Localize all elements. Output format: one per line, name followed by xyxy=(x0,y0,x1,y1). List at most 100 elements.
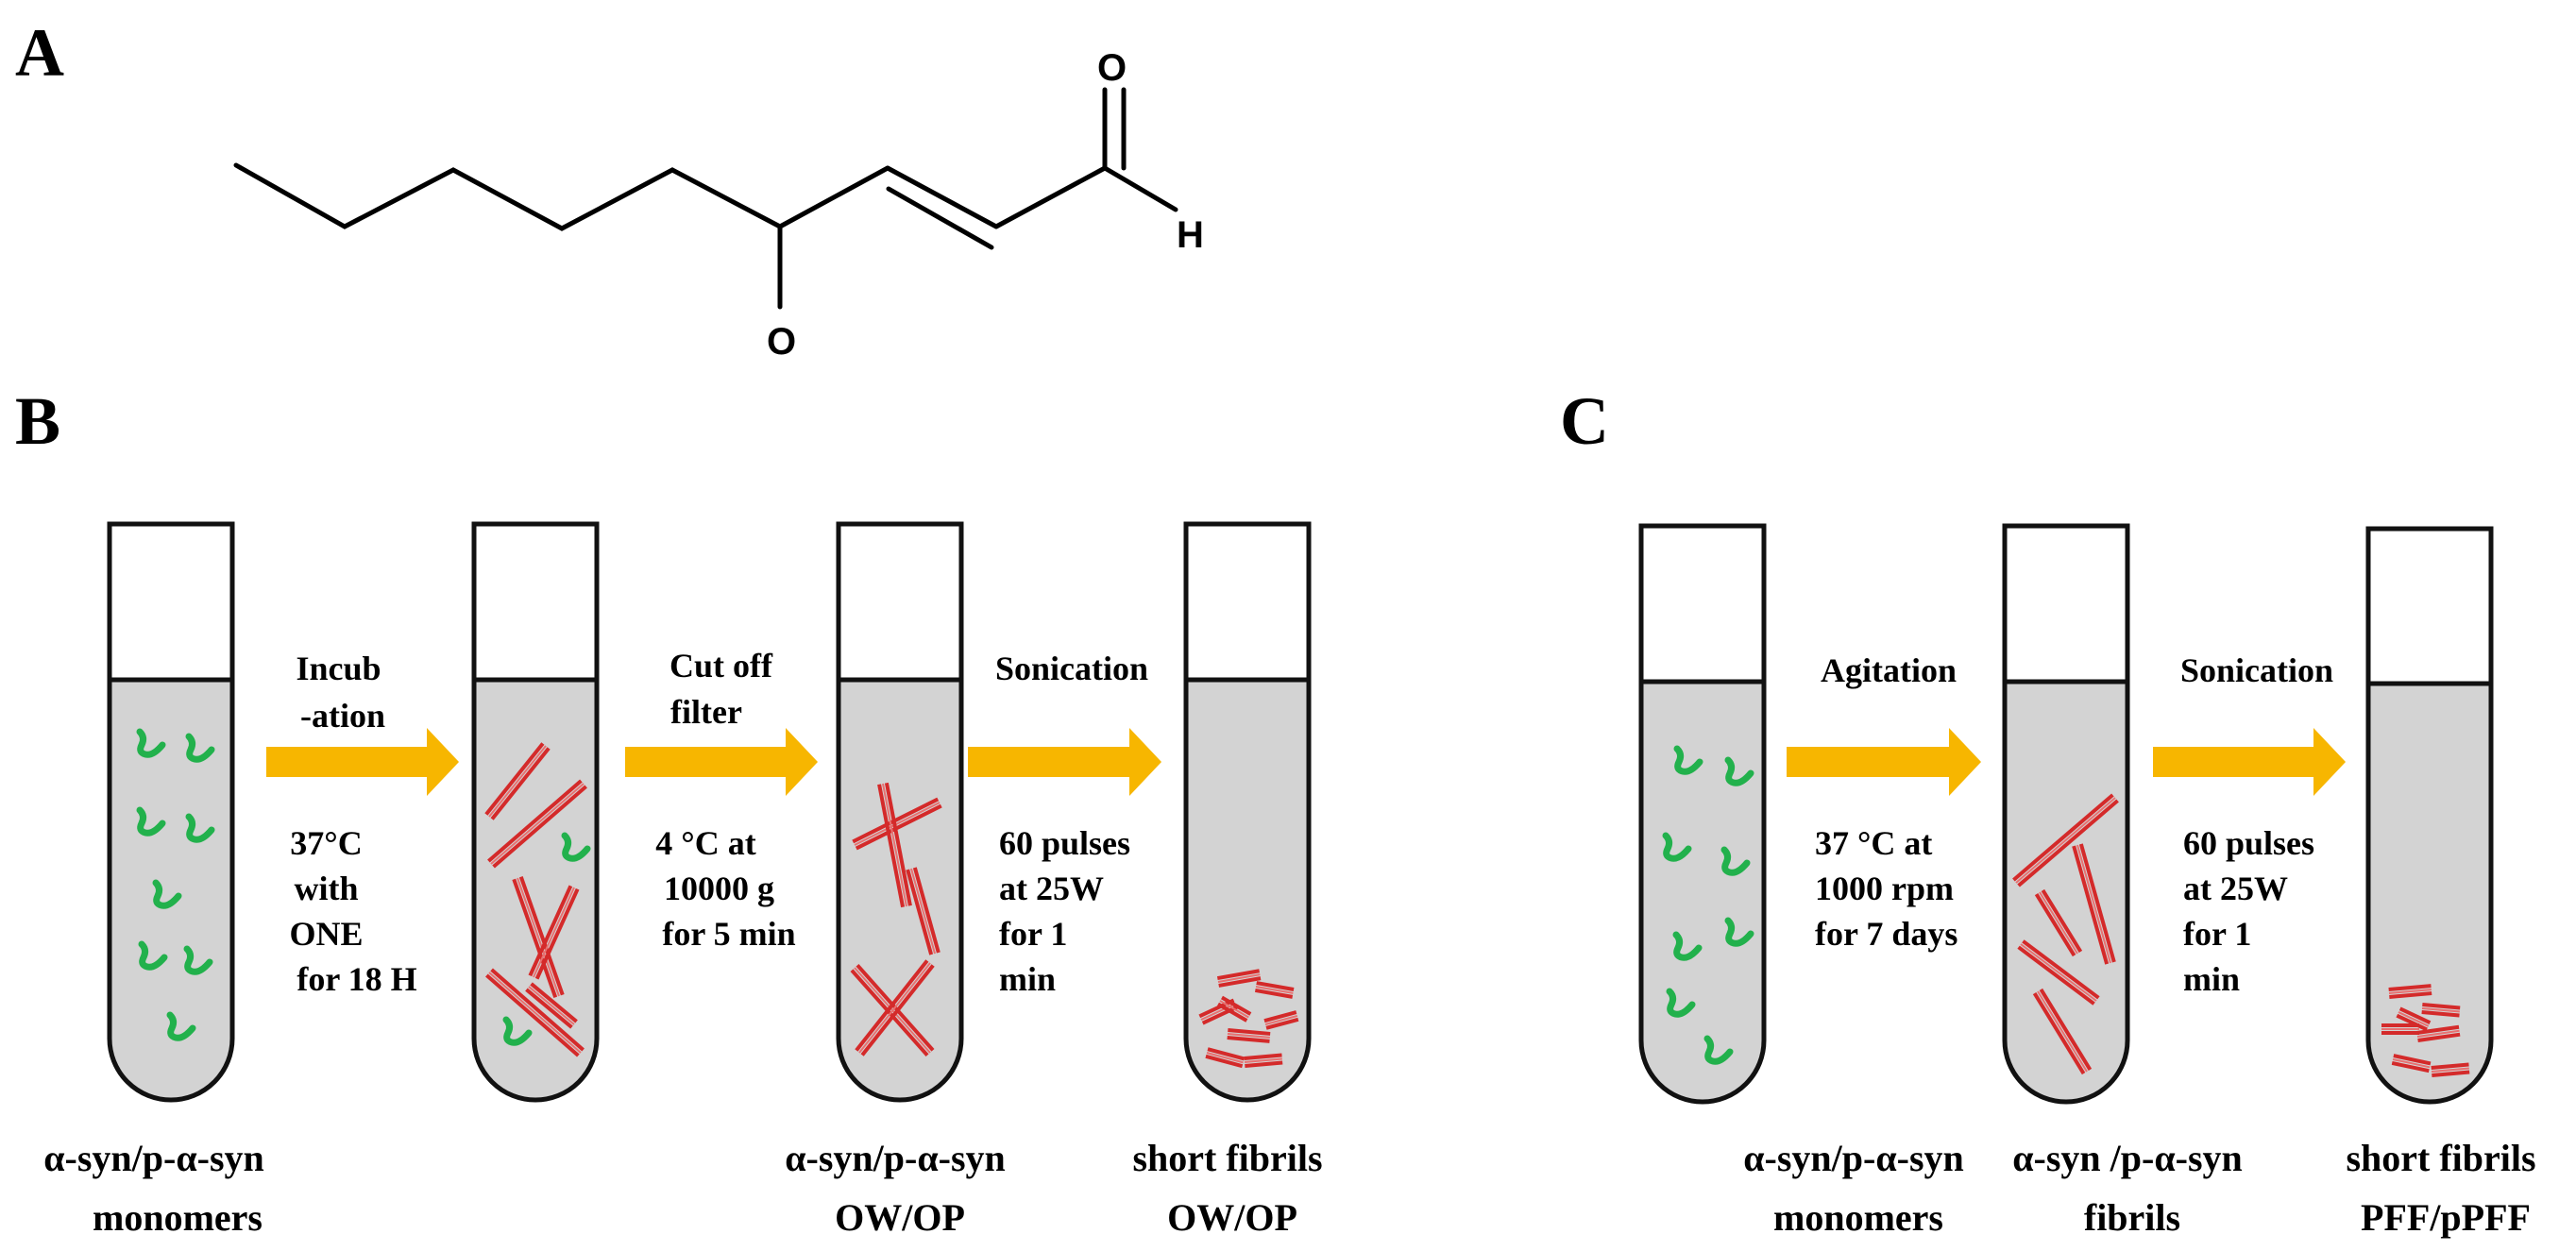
aldehyde-bond xyxy=(993,165,1108,229)
step-c1-below: 37 °C at 1000 rpm for 7 days xyxy=(1815,824,1962,953)
fibrils xyxy=(484,742,2119,1075)
fibril-strand xyxy=(1256,981,1295,991)
tube-liquid xyxy=(1641,682,1764,1102)
step-c2-below-line: 60 pulses xyxy=(2183,824,2314,862)
fibril-core xyxy=(2398,1011,2430,1027)
monomer xyxy=(152,879,182,909)
atom-o-aldehyde: O xyxy=(1097,47,1127,89)
fibril-strand xyxy=(877,784,906,908)
fibril xyxy=(2032,988,2093,1075)
step-c1-below-line: for 7 days xyxy=(1815,915,1957,953)
fibril-core xyxy=(1227,1033,1270,1039)
fibril-core xyxy=(533,887,575,978)
caption-line: fibrils xyxy=(2084,1196,2180,1239)
caption-line: monomers xyxy=(93,1196,263,1239)
fibril-core xyxy=(1255,986,1294,994)
step-b1-above-line: Incub xyxy=(296,650,381,687)
fibril-strand xyxy=(1228,1028,1271,1036)
fibril xyxy=(2391,1054,2432,1073)
fibril-core xyxy=(2421,1007,2460,1013)
step-b2-below-line: 10000 g xyxy=(664,870,774,907)
alkene-bond-2 xyxy=(885,165,999,229)
step-c1-above-line: Agitation xyxy=(1821,651,1957,689)
step-b2-above-line: Cut off xyxy=(669,647,773,685)
fibril xyxy=(2012,793,2119,888)
arrow-b2 xyxy=(625,728,818,796)
tube-c1 xyxy=(1638,523,1767,1105)
step-b1-below-line: with xyxy=(294,870,358,907)
step-b2-below: 4 °C at 10000 g for 5 min xyxy=(655,824,795,953)
tube-b1 xyxy=(107,521,235,1103)
fibril-strand xyxy=(1245,1060,1283,1068)
fibril-core xyxy=(2020,943,2097,1002)
fibril-strand xyxy=(2078,843,2116,963)
fibril-strand xyxy=(528,885,573,977)
fibril xyxy=(525,982,578,1029)
fibril-strand xyxy=(2431,1062,2469,1071)
caption-line: PFF/pPFF xyxy=(2361,1196,2531,1239)
fibril-strand xyxy=(2432,1070,2470,1077)
step-b3-below-line: for 1 xyxy=(999,915,1067,953)
fibril-core xyxy=(854,802,941,846)
tube-b2 xyxy=(471,521,600,1103)
fibril-strand xyxy=(1218,976,1262,988)
fibril xyxy=(877,782,912,908)
tube-outline xyxy=(1183,521,1312,1103)
fibril-core xyxy=(1219,1000,1249,1019)
monomer xyxy=(1724,917,1754,947)
short-fibrils xyxy=(1198,969,2470,1077)
caption-b-tube-1: α-syn/p-α-syn monomers xyxy=(43,1137,274,1239)
fibril xyxy=(1216,969,1262,988)
step-b3-below-line: min xyxy=(999,960,1056,998)
fibril-core xyxy=(2015,797,2116,884)
panel-label-c: C xyxy=(1560,383,1609,459)
fibril-strand xyxy=(2388,984,2432,992)
fibril-strand xyxy=(1205,1054,1244,1069)
fibril-core xyxy=(488,745,547,818)
fibril-strand xyxy=(912,867,941,954)
fibril-strand xyxy=(1216,969,1260,981)
monomer xyxy=(1666,988,1696,1018)
step-b2-above: Cut off filter xyxy=(669,647,781,731)
fibril-strand xyxy=(2034,893,2076,957)
fibril xyxy=(855,959,935,1057)
fibril-strand xyxy=(2391,1060,2430,1073)
caption-line: α-syn /p-α-syn xyxy=(2012,1137,2243,1179)
step-c2-below-line: at 25W xyxy=(2183,870,2288,907)
fibril-core xyxy=(1206,1052,1244,1064)
fibril-strand xyxy=(2072,845,2110,965)
step-b3-below-line: at 25W xyxy=(999,870,1104,907)
fibril-strand xyxy=(2396,1013,2428,1032)
caption-line: α-syn/p-α-syn xyxy=(43,1137,264,1179)
step-b1-above-line: -ation xyxy=(300,697,385,735)
caption-line: OW/OP xyxy=(835,1196,965,1239)
fibril-strand xyxy=(2422,1003,2461,1010)
alkyl-chain xyxy=(233,162,783,231)
panel-label-a: A xyxy=(15,15,64,91)
caption-b-tube-4: short fibrils OW/OP xyxy=(1132,1137,1331,1239)
monomer xyxy=(185,733,215,763)
monomer xyxy=(136,806,166,837)
fibril-strand xyxy=(855,959,929,1052)
fibril-core xyxy=(2416,1029,2460,1038)
fibril-core xyxy=(2037,990,2088,1073)
arrow-c2 xyxy=(2153,728,2346,796)
fibril-core xyxy=(1244,1057,1282,1063)
monomers xyxy=(136,728,1754,1065)
monomer xyxy=(1662,832,1692,862)
fibril-strand xyxy=(2393,1054,2432,1066)
step-b3-below: 60 pulses at 25W for 1 min xyxy=(999,824,1139,998)
fibril-core xyxy=(858,962,931,1054)
fibril-core xyxy=(2388,989,2432,994)
fibril-core xyxy=(2076,844,2111,964)
panel-label-b: B xyxy=(15,383,60,459)
fibril xyxy=(1217,995,1252,1023)
step-c2-below-line: min xyxy=(2183,960,2240,998)
step-b1-below-line: ONE xyxy=(289,915,363,953)
molecule-structure xyxy=(233,87,1178,310)
monomer xyxy=(166,1011,196,1041)
fibril-strand xyxy=(906,869,934,955)
fibril xyxy=(1263,1010,1299,1030)
step-c1-above: Agitation xyxy=(1821,651,1957,689)
fibril-strand xyxy=(850,969,929,1057)
